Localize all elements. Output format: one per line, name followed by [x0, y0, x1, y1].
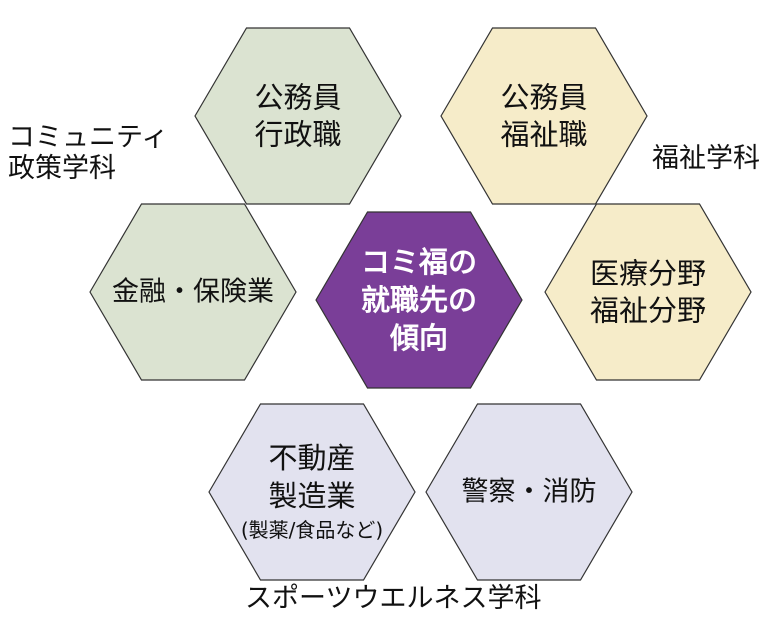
hexagon-label-line: 公務員 [254, 81, 341, 115]
hexagon-label-line: コミ福の [361, 245, 477, 279]
hexagon-finance: 金融・保険業 [89, 203, 297, 381]
hexagon-shape [544, 203, 752, 381]
community-policy-label: コミュニティ 政策学科 [8, 122, 168, 184]
hexagon-note: (製薬/食品など) [241, 518, 383, 542]
hexagon-label-line: 不動産 [268, 441, 355, 475]
hexagon-label-line: 医療分野 [590, 257, 706, 291]
hexagon-police-fire: 警察・消防 [425, 403, 633, 581]
hexagon-shape [208, 403, 416, 581]
hexagon-label-line: 金融・保険業 [112, 277, 274, 308]
hexagon-label-line: 就職先の [361, 283, 477, 317]
hexagon-label-line: 傾向 [389, 321, 448, 355]
hexagon-shape [425, 403, 633, 581]
community-policy-label-line2: 政策学科 [8, 153, 116, 185]
welfare-label: 福祉学科 [652, 143, 760, 174]
hexagon-label-line: 製造業 [268, 479, 355, 513]
community-policy-label-line1: コミュニティ [8, 122, 169, 153]
hexagon-shape [315, 211, 523, 389]
hexagon-label-line: 行政職 [254, 118, 341, 152]
hexagon-shape [440, 27, 648, 205]
sports-wellness-label: スポーツウエルネス学科 [245, 583, 542, 614]
hexagon-label-line: 福祉分野 [590, 294, 706, 328]
hexagon-label-line: 公務員 [500, 81, 587, 115]
hexagon-label-line: 警察・消防 [462, 477, 597, 508]
hexagon-label-line: 福祉職 [500, 118, 587, 152]
hexagon-shape [89, 203, 297, 381]
hexagon-shape [194, 27, 402, 205]
